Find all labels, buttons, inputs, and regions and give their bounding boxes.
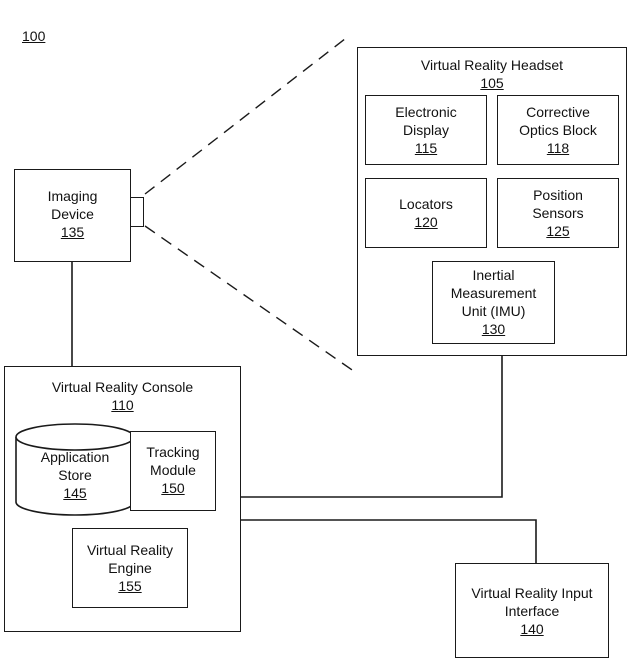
locators-text-1: Locators	[399, 196, 453, 212]
position-sensors-number: 125	[546, 223, 570, 239]
headset-label: Virtual Reality Headset 105	[357, 56, 627, 92]
imu-label: Inertial Measurement Unit (IMU) 130	[432, 266, 555, 338]
corrective-optics-number: 118	[546, 140, 570, 156]
position-sensors-label: Position Sensors 125	[497, 186, 619, 240]
dashed-view-line-bottom	[144, 225, 356, 373]
input-interface-text-2: Interface	[504, 603, 560, 619]
console-to-headset-line	[241, 356, 503, 498]
position-sensors-text-2: Sensors	[532, 205, 584, 221]
engine-box	[72, 528, 188, 608]
imu-number: 130	[481, 321, 506, 337]
tracking-module-number: 150	[161, 480, 185, 496]
electronic-display-label: Electronic Display 115	[365, 103, 487, 157]
imaging-device-text-1: Imaging	[47, 188, 98, 204]
console-label: Virtual Reality Console 110	[4, 378, 241, 414]
application-store-text-1: Application	[40, 449, 110, 465]
tracking-module-text-1: Tracking	[146, 444, 200, 460]
input-interface-label: Virtual Reality Input Interface 140	[455, 584, 609, 638]
position-sensors-box	[497, 178, 619, 248]
engine-number: 155	[118, 578, 142, 594]
application-store-label: Application Store 145	[16, 448, 134, 502]
console-number: 110	[111, 397, 134, 413]
application-store-cylinder	[15, 423, 135, 516]
corrective-optics-text-1: Corrective	[526, 104, 590, 120]
engine-label: Virtual Reality Engine 155	[72, 541, 188, 595]
figure-number: 100	[22, 28, 46, 44]
dashed-view-line-top	[144, 34, 351, 195]
locators-number: 120	[414, 214, 438, 230]
application-store-number: 145	[63, 485, 87, 501]
corrective-optics-box	[497, 95, 619, 165]
electronic-display-text-1: Electronic	[395, 104, 457, 120]
imu-text-1: Inertial	[472, 267, 515, 283]
engine-text-1: Virtual Reality	[86, 542, 174, 558]
imu-text-2: Measurement	[450, 285, 537, 301]
headset-title: Virtual Reality Headset	[420, 57, 564, 73]
tracking-module-text-2: Module	[150, 462, 196, 478]
corrective-optics-text-2: Optics Block	[519, 122, 597, 138]
input-interface-text-1: Virtual Reality Input	[471, 585, 593, 601]
imaging-device-text-2: Device	[51, 206, 94, 222]
imu-text-3: Unit (IMU)	[461, 303, 526, 319]
console-box	[4, 366, 241, 632]
electronic-display-box	[365, 95, 487, 165]
input-interface-number: 140	[520, 621, 544, 637]
imaging-device-lens	[130, 197, 144, 227]
console-title: Virtual Reality Console	[51, 379, 194, 395]
electronic-display-text-2: Display	[403, 122, 449, 138]
imu-box	[432, 261, 555, 344]
locators-box	[365, 178, 487, 248]
headset-number: 105	[480, 75, 504, 91]
engine-text-2: Engine	[108, 560, 152, 576]
application-store-text-2: Store	[58, 467, 92, 483]
console-to-input-line	[241, 519, 537, 563]
imaging-device-label: Imaging Device 135	[14, 187, 131, 241]
imaging-device-number: 135	[60, 224, 85, 240]
input-interface-box	[455, 563, 609, 658]
position-sensors-text-1: Position	[533, 187, 583, 203]
tracking-module-box	[130, 431, 216, 511]
electronic-display-number: 115	[414, 140, 438, 156]
tracking-module-label: Tracking Module 150	[130, 443, 216, 497]
corrective-optics-label: Corrective Optics Block 118	[497, 103, 619, 157]
locators-label: Locators 120	[365, 195, 487, 231]
